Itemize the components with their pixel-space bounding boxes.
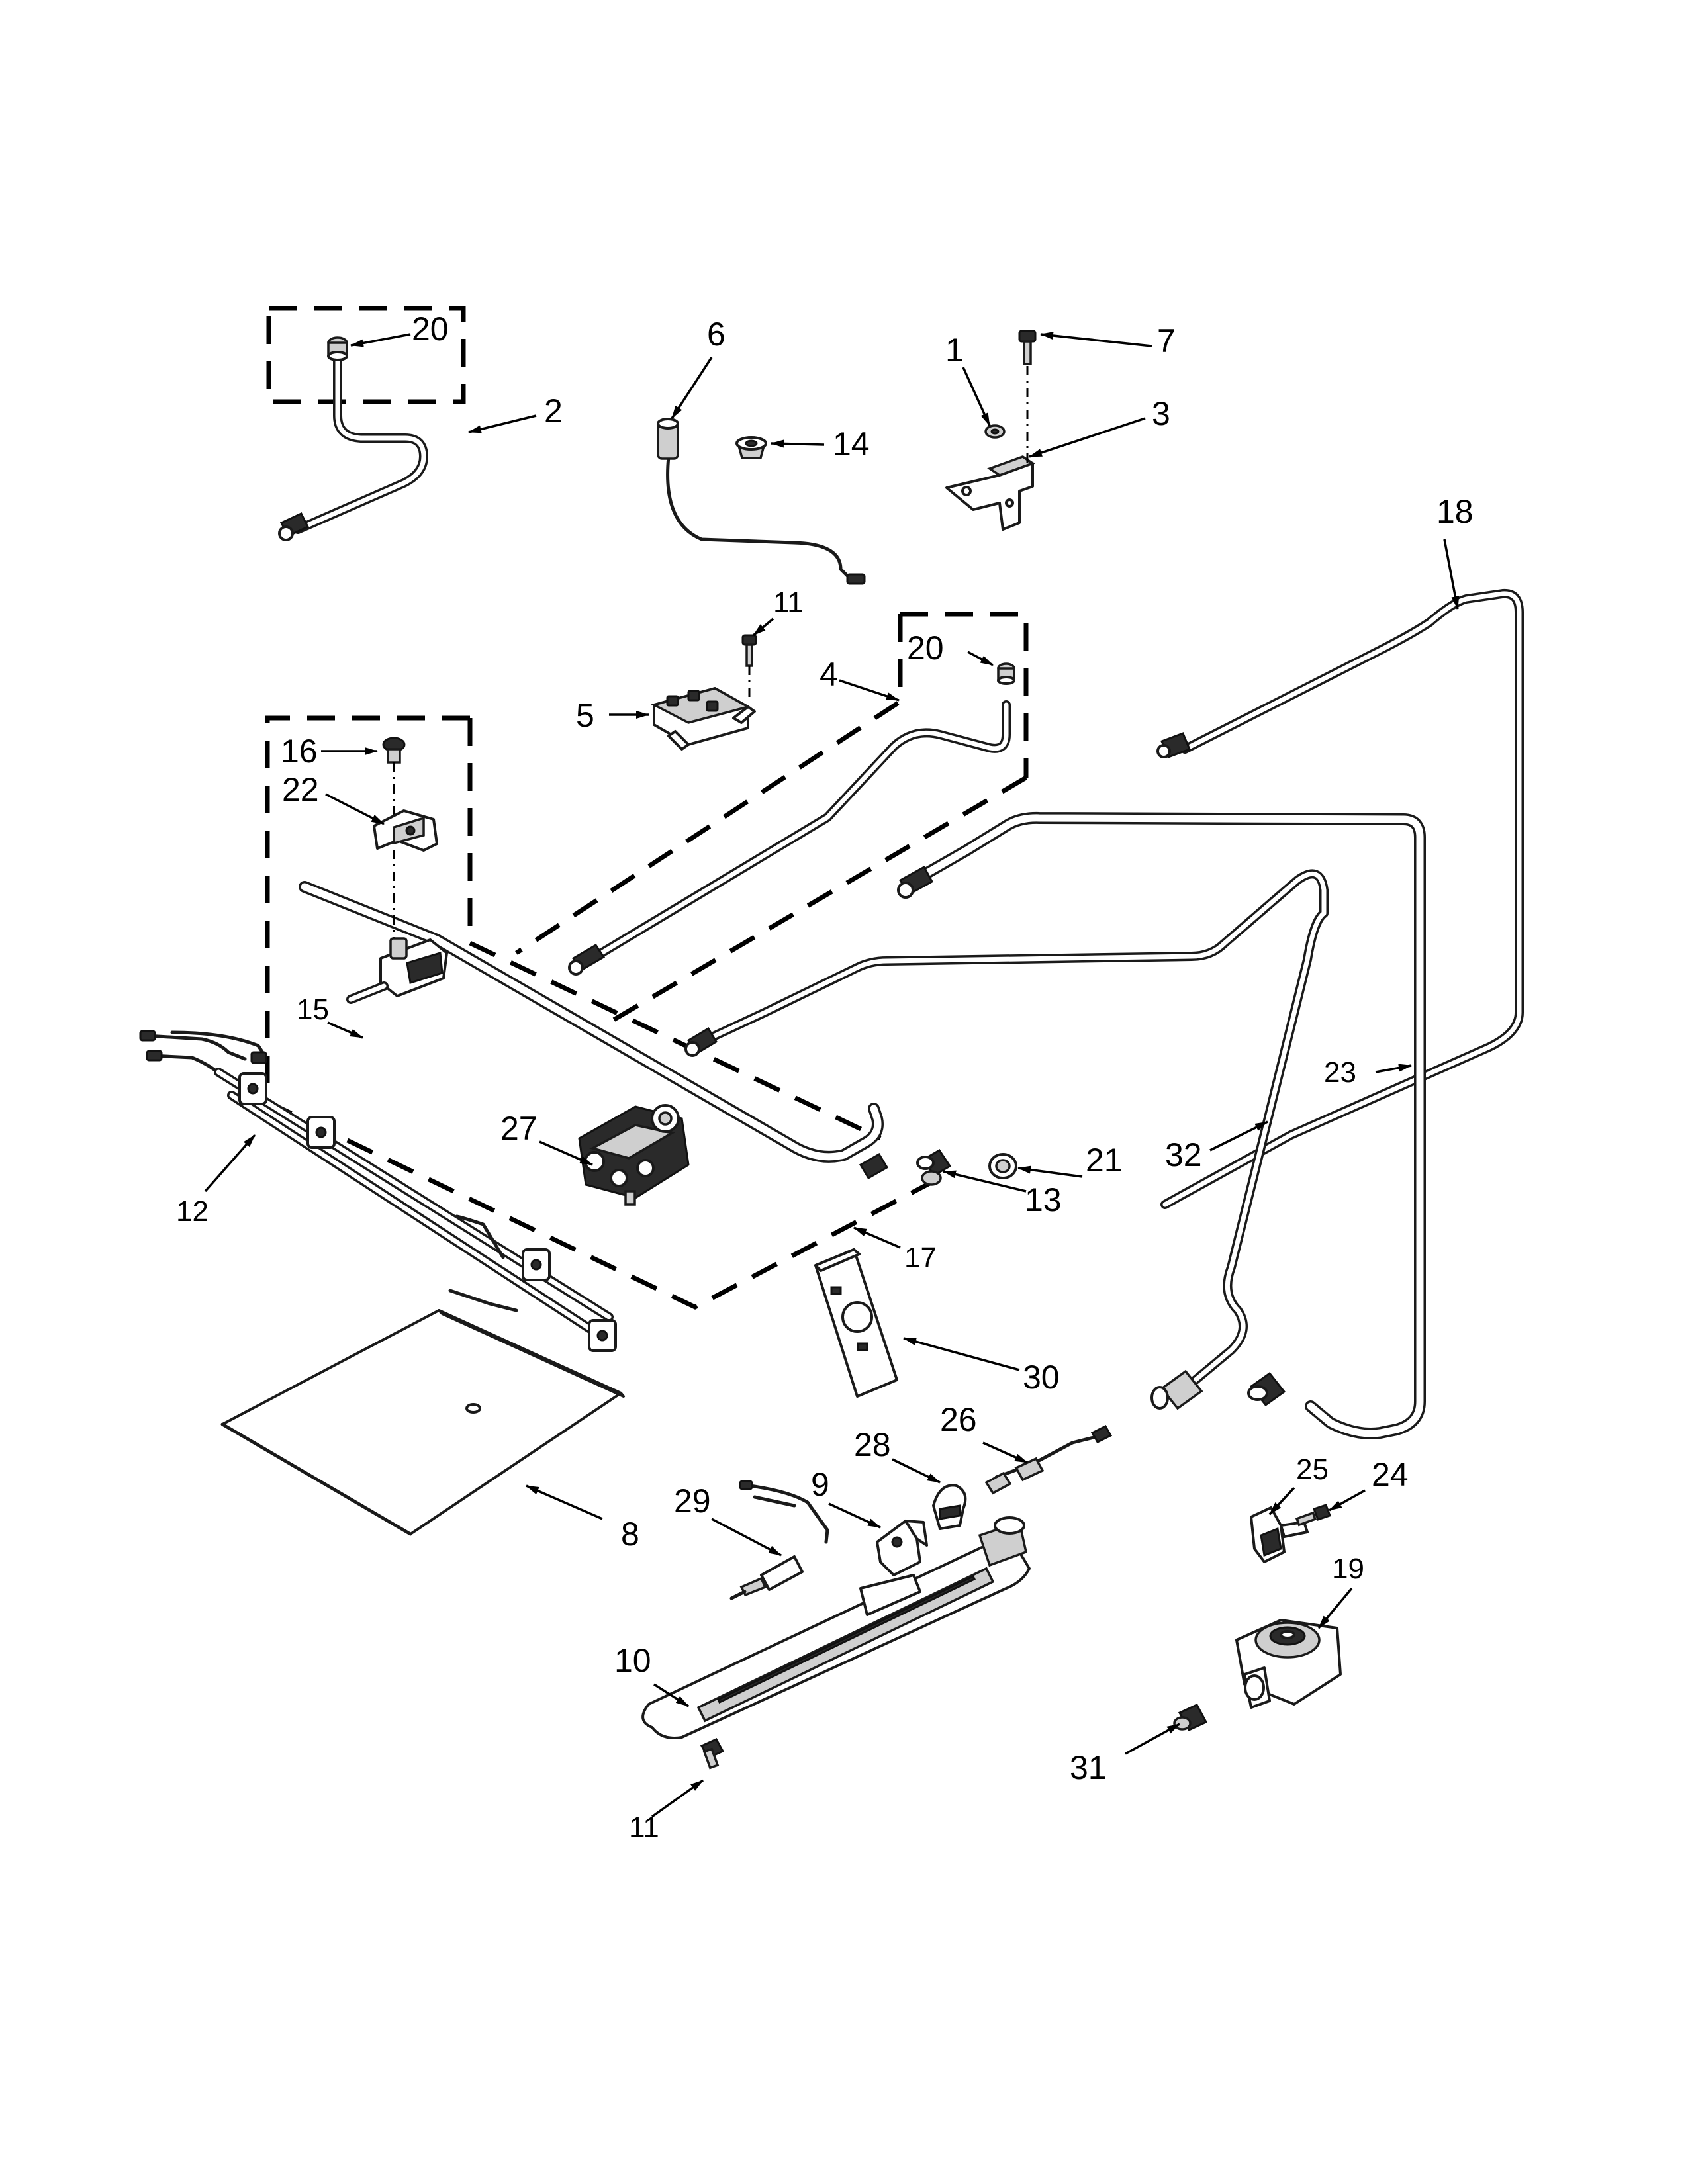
callout-14: 14	[833, 426, 870, 463]
callout-5: 5	[576, 697, 594, 734]
callout-20-right: 20	[907, 629, 944, 666]
gas-tube-4	[568, 700, 1011, 976]
callout-23: 23	[1324, 1056, 1356, 1089]
igniter-29	[729, 1480, 829, 1600]
screw-11-bottom	[700, 1738, 725, 1770]
callout-17: 17	[904, 1242, 937, 1274]
screw-7	[1018, 330, 1037, 463]
rail-clip-1	[238, 1072, 267, 1105]
terminal-block-5	[651, 687, 756, 751]
cap-20-top	[327, 336, 348, 361]
screw-16	[382, 737, 406, 966]
fitting-13	[916, 1148, 952, 1186]
callout-25: 25	[1296, 1453, 1329, 1486]
shield-plate-8	[220, 1309, 625, 1536]
callout-11-top: 11	[773, 586, 804, 619]
bracket-22	[373, 809, 438, 852]
callout-15: 15	[297, 993, 329, 1026]
callout-29: 29	[674, 1482, 711, 1520]
callout-16: 16	[281, 733, 318, 770]
bracket-3	[945, 455, 1035, 531]
callout-21: 21	[1086, 1142, 1123, 1179]
callout-13: 13	[1025, 1181, 1062, 1218]
regulator-19	[1235, 1619, 1342, 1709]
burner-10	[641, 1516, 1031, 1739]
callout-28: 28	[854, 1426, 891, 1463]
leader-lines	[204, 332, 1460, 1818]
clip-28	[932, 1484, 967, 1530]
grommet-14	[735, 436, 767, 459]
orifice-31	[1173, 1704, 1208, 1731]
wire-harness-12	[139, 1030, 617, 1352]
callout-labels: 20 2 6 1 7 3 14 11 4 20 5 18 16 22 15 27…	[176, 310, 1474, 1844]
callout-26: 26	[940, 1401, 977, 1438]
gas-tube-assembly-2	[278, 340, 428, 541]
callout-6: 6	[707, 316, 726, 353]
callout-2: 2	[544, 392, 563, 430]
cap-20-right	[997, 662, 1015, 685]
burner-tube-32	[684, 869, 1329, 1410]
screw-24	[1295, 1504, 1331, 1527]
igniter-bracket-9	[876, 1520, 928, 1576]
callout-31: 31	[1070, 1749, 1107, 1786]
rail-clip-2	[306, 1116, 336, 1149]
callout-12: 12	[176, 1195, 209, 1228]
screw-11-top	[741, 634, 757, 702]
valve-body-27	[578, 1104, 690, 1206]
callout-27: 27	[500, 1110, 538, 1147]
callout-3: 3	[1152, 395, 1170, 432]
callout-32: 32	[1165, 1136, 1202, 1173]
rail-clip-4	[588, 1319, 617, 1352]
callout-1: 1	[945, 332, 964, 369]
callout-20-top: 20	[412, 310, 449, 347]
callout-18: 18	[1436, 493, 1474, 530]
nut-1	[984, 424, 1006, 439]
assembly-4-outline	[515, 612, 1029, 1025]
gas-line-18	[1156, 588, 1524, 1209]
thermocouple-26	[984, 1425, 1113, 1495]
callout-30: 30	[1023, 1359, 1060, 1396]
plug-21	[988, 1153, 1017, 1179]
callout-9: 9	[811, 1466, 829, 1503]
callout-8: 8	[621, 1516, 639, 1553]
callout-11-bottom: 11	[629, 1811, 659, 1844]
callout-19: 19	[1332, 1553, 1364, 1585]
mounting-bracket-30	[814, 1248, 898, 1398]
callout-24: 24	[1372, 1456, 1409, 1493]
manifold-pipe-17	[299, 881, 889, 1180]
manifold-line-23	[897, 811, 1426, 1439]
rail-clip-3	[522, 1248, 551, 1281]
clamp-25	[1250, 1506, 1309, 1563]
callout-7: 7	[1157, 322, 1176, 359]
callout-22: 22	[282, 771, 319, 808]
assembly-2-outline	[266, 306, 466, 404]
ignition-switch-6	[657, 418, 866, 585]
valve-15	[346, 937, 448, 1004]
callout-10: 10	[614, 1642, 651, 1679]
callout-4: 4	[820, 656, 838, 693]
